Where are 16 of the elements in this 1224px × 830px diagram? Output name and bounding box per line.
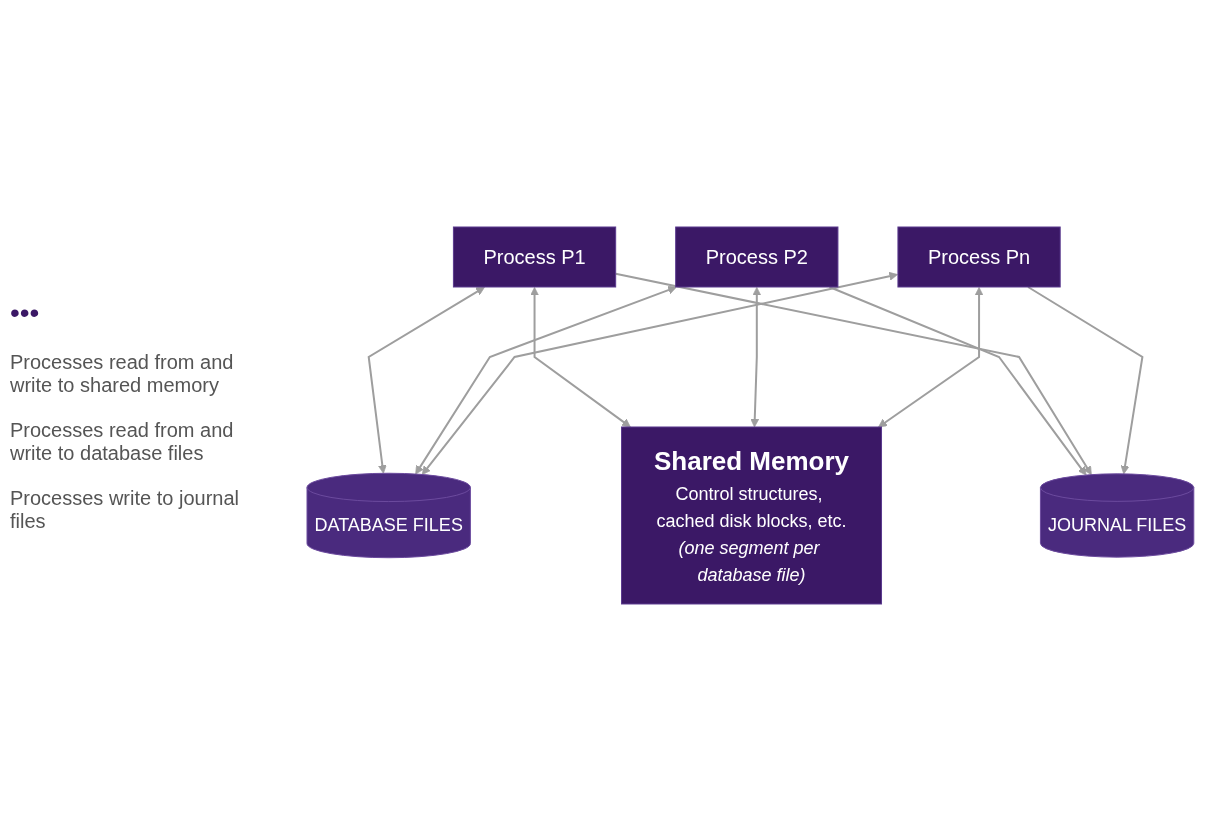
arrow [367, 286, 485, 474]
node-box: Shared Memory Control structures, cached disk blocks, etc. (one segment per database file) [620, 426, 882, 604]
node-box: Process Pn [897, 226, 1061, 287]
node-box: Process P1 [452, 226, 616, 287]
ellipsis-mark: ••• [10, 297, 41, 329]
node-box: Process P2 [674, 226, 839, 287]
note-text: Processes read from and write to shared memory [10, 351, 235, 397]
arrow [421, 271, 898, 475]
note-text: Processes write to journal files [10, 487, 240, 533]
arrow [529, 286, 631, 427]
arrow [414, 285, 677, 474]
arrow [1026, 285, 1144, 474]
arrow [749, 286, 761, 427]
arrow [614, 272, 1092, 475]
note-text: Processes read from and write to database files [10, 419, 235, 465]
arrow [877, 286, 984, 427]
